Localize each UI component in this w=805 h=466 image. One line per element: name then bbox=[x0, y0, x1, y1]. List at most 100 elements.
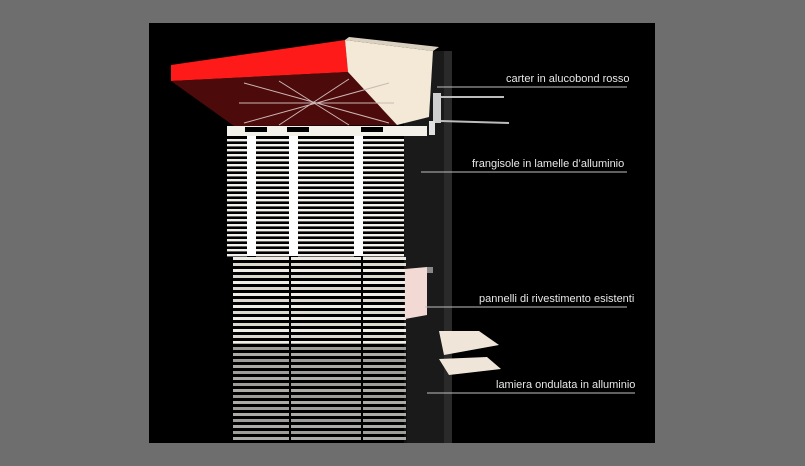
louver-slat bbox=[363, 431, 406, 434]
louver-slat bbox=[291, 389, 361, 392]
louver-slat bbox=[227, 154, 247, 157]
louver-slat bbox=[363, 139, 404, 142]
louver-slat bbox=[363, 189, 404, 192]
louver-slat bbox=[233, 395, 289, 398]
louver-slat bbox=[298, 204, 354, 207]
header-slot bbox=[361, 127, 383, 132]
louver-slat bbox=[291, 269, 361, 272]
building-side bbox=[444, 51, 452, 443]
lower-shadow bbox=[233, 343, 407, 443]
louver-slat bbox=[227, 199, 247, 202]
louver-slat bbox=[298, 139, 354, 142]
mullion bbox=[354, 136, 363, 256]
label-carter: carter in alucobond rosso bbox=[506, 73, 630, 85]
louver-slat bbox=[256, 234, 289, 237]
louver-slat bbox=[363, 149, 404, 152]
louver-slat bbox=[291, 293, 361, 296]
louver-slat bbox=[227, 209, 247, 212]
louver-slat bbox=[233, 287, 289, 290]
louver-slat bbox=[363, 353, 406, 356]
louver-slat bbox=[256, 174, 289, 177]
louver-slat bbox=[233, 365, 289, 368]
mullion bbox=[289, 136, 298, 256]
louver-slat bbox=[227, 149, 247, 152]
bracket-upper bbox=[433, 93, 441, 123]
label-frangisole: frangisole in lamelle d’alluminio bbox=[472, 158, 625, 170]
louver-slat bbox=[233, 425, 289, 428]
louver-slat bbox=[363, 263, 406, 266]
louver-slat bbox=[233, 311, 289, 314]
louver-slat bbox=[227, 224, 247, 227]
louver-slat bbox=[256, 184, 289, 187]
louver-slat bbox=[291, 377, 361, 380]
header-slot bbox=[287, 127, 309, 132]
louver-slat bbox=[256, 249, 289, 252]
louver-slat bbox=[233, 419, 289, 422]
corrugated-sheets bbox=[439, 331, 501, 375]
louver-slat bbox=[227, 174, 247, 177]
louver-slat bbox=[291, 371, 361, 374]
louver-slat bbox=[233, 293, 289, 296]
bracket-lower bbox=[429, 121, 435, 135]
louver-slat bbox=[227, 239, 247, 242]
louver-slat bbox=[363, 359, 406, 362]
louver-slat bbox=[291, 359, 361, 362]
louver-slat bbox=[363, 407, 406, 410]
louver-slat bbox=[256, 154, 289, 157]
louver-slat bbox=[233, 407, 289, 410]
louver-slat bbox=[227, 244, 247, 247]
louver-slat bbox=[233, 263, 289, 266]
canopy-top-edge bbox=[345, 37, 439, 51]
louver-slat bbox=[363, 377, 406, 380]
louver-slat bbox=[291, 347, 361, 350]
louver-slat bbox=[291, 437, 361, 440]
louver-slat bbox=[233, 371, 289, 374]
louver-slat bbox=[298, 249, 354, 252]
louver-slat bbox=[363, 371, 406, 374]
louver-slat bbox=[298, 229, 354, 232]
louver-slat bbox=[291, 419, 361, 422]
louver-slat bbox=[298, 239, 354, 242]
louver-slat bbox=[363, 257, 406, 260]
louver-slat bbox=[363, 299, 406, 302]
louver-slat bbox=[298, 159, 354, 162]
louver-slat bbox=[363, 144, 404, 147]
louver-slat bbox=[363, 329, 406, 332]
louver-slat bbox=[233, 413, 289, 416]
louver-slat bbox=[256, 224, 289, 227]
louver-slat bbox=[363, 365, 406, 368]
louver-slat bbox=[363, 269, 406, 272]
louver-slat bbox=[298, 169, 354, 172]
louver-slat bbox=[291, 335, 361, 338]
louver-slat bbox=[363, 323, 406, 326]
louver-slat bbox=[363, 389, 406, 392]
louver-slat bbox=[233, 317, 289, 320]
louver-slat bbox=[363, 335, 406, 338]
louver-slat bbox=[363, 224, 404, 227]
louver-slat bbox=[233, 281, 289, 284]
louver-slat bbox=[256, 149, 289, 152]
louver-slat bbox=[291, 323, 361, 326]
louver-slat bbox=[256, 164, 289, 167]
louver-slat bbox=[363, 317, 406, 320]
louver-slat bbox=[233, 329, 289, 332]
louver-slat bbox=[256, 169, 289, 172]
louver-slat bbox=[291, 365, 361, 368]
label-lamiera: lamiera ondulata in alluminio bbox=[496, 379, 636, 391]
louver-slat bbox=[298, 214, 354, 217]
louver-slat bbox=[227, 139, 247, 142]
louver-slat bbox=[227, 189, 247, 192]
mullion bbox=[247, 136, 256, 256]
louver-slat bbox=[363, 401, 406, 404]
louver-slat bbox=[233, 341, 289, 344]
canopy-bracing bbox=[239, 78, 394, 126]
louver-slat bbox=[291, 263, 361, 266]
louver-slat bbox=[233, 305, 289, 308]
louver-slat bbox=[256, 204, 289, 207]
louver-slat bbox=[363, 341, 406, 344]
louver-slat bbox=[298, 174, 354, 177]
louver-slat bbox=[363, 229, 404, 232]
louver-mullions bbox=[247, 136, 363, 256]
louver-slat bbox=[363, 287, 406, 290]
louver-slat bbox=[363, 347, 406, 350]
